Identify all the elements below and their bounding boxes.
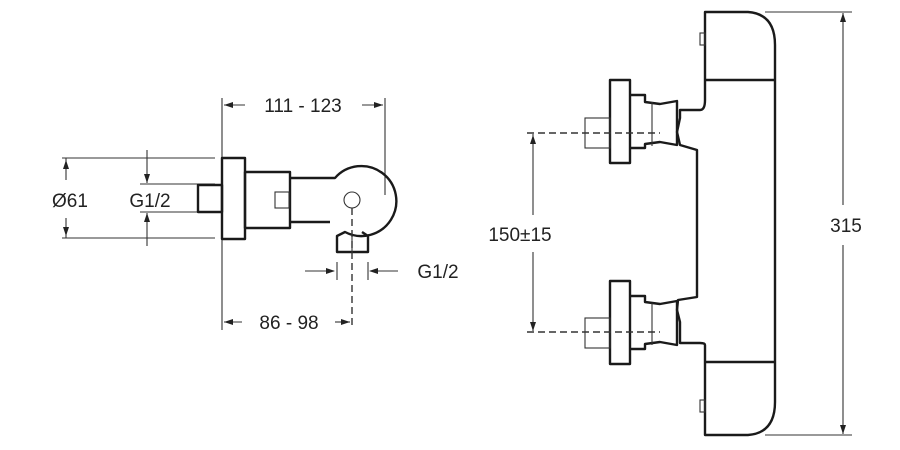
side-view: 111 - 123 Ø61 G1/2 G1/2 86 - 98: [52, 96, 459, 334]
height-label: 315: [830, 216, 862, 237]
width-range-label: 111 - 123: [264, 96, 341, 117]
inlet-thread-label: G1/2: [129, 191, 170, 212]
center-distance-label: 150±15: [488, 225, 551, 246]
diameter-label: Ø61: [52, 191, 88, 212]
depth-range-label: 86 - 98: [259, 313, 318, 334]
front-view: 150±15 315: [488, 10, 862, 437]
outlet-thread-label: G1/2: [417, 262, 458, 283]
